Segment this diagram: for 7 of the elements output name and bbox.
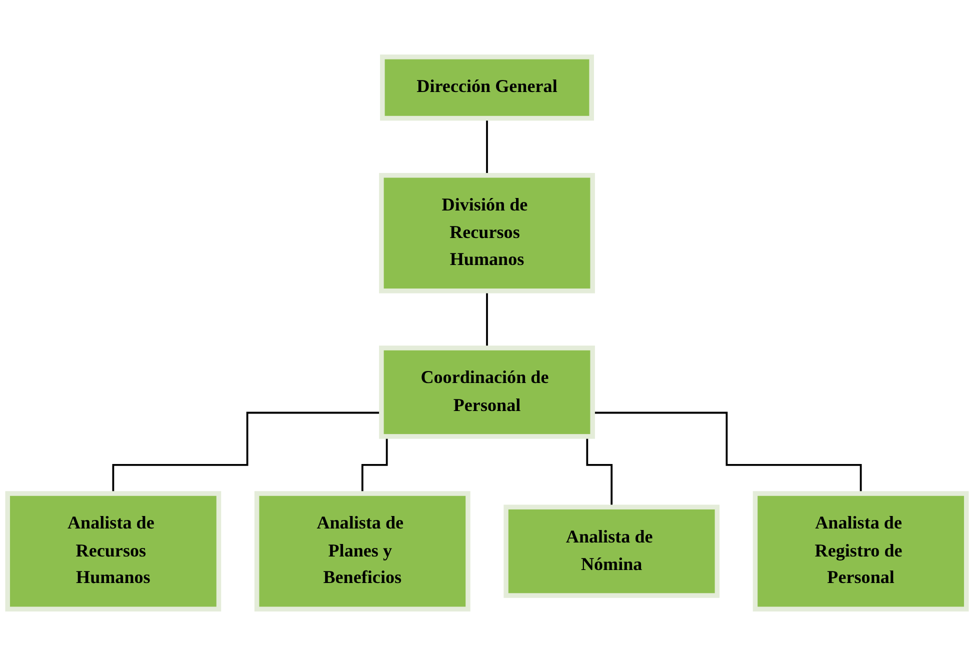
- node-box: Analista de Nómina: [504, 504, 720, 598]
- node-box: Coordinación de Personal: [379, 346, 595, 439]
- node-box: Analista de Registro de Personal: [752, 491, 969, 612]
- node-box: División de Recursos Humanos: [379, 172, 595, 294]
- node-box: Analista de Planes y Beneficios: [254, 491, 470, 612]
- node-box: Dirección General: [380, 54, 594, 121]
- node-box: Analista de Recursos Humanos: [5, 491, 222, 612]
